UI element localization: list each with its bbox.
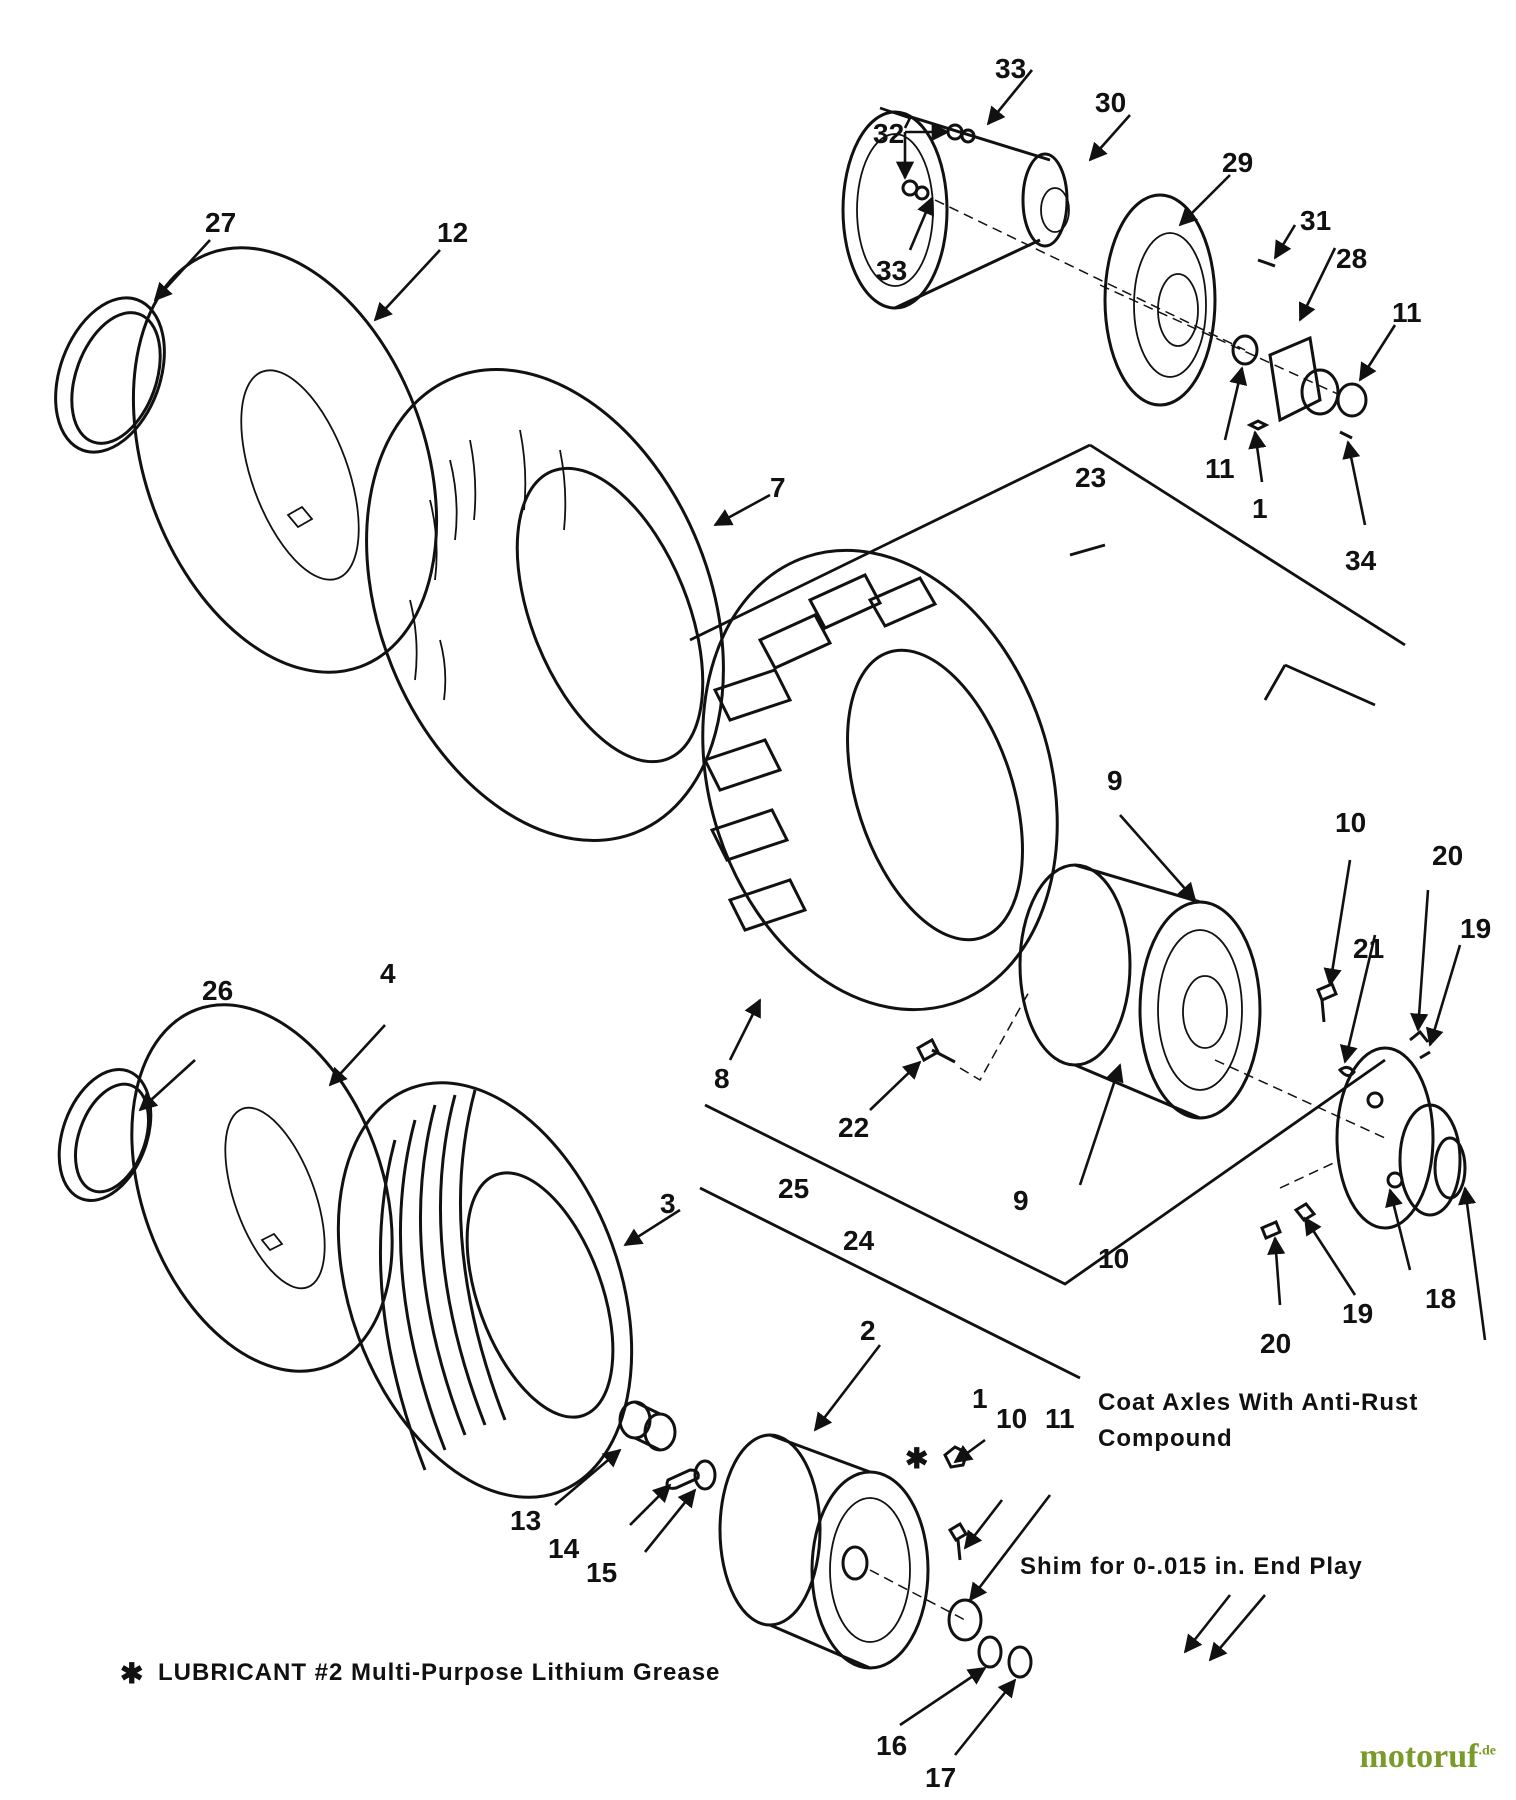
bolt-part-10 [1316,982,1338,1023]
callout-20b: 20 [1260,1328,1291,1359]
callout-20a: 20 [1432,840,1463,871]
callout-18: 18 [1425,1283,1456,1314]
callout-12: 12 [437,217,468,248]
rear-rim-part-9 [1018,863,1262,1120]
callout-1a: 1 [1252,493,1268,524]
callout-15: 15 [586,1557,617,1588]
washer-part-15 [693,1459,717,1491]
leader-lines [138,69,1487,1756]
hub-part-18 [1335,1046,1467,1230]
callout-29: 29 [1222,147,1253,178]
hub-part-28 [1231,258,1368,440]
watermark-suffix: .de [1478,1743,1497,1759]
callout-13: 13 [510,1505,541,1536]
bracket-24 [704,1058,1386,1286]
callout-11a: 11 [1392,297,1422,328]
callout-33a: 33 [995,53,1026,84]
watermark-name: motoruf [1359,1738,1479,1775]
front-rim-part-2 [718,1433,930,1670]
lubricant-asterisk: ✱ [120,1658,143,1689]
callout-26: 26 [202,975,233,1006]
callout-23: 23 [1075,462,1106,493]
rim-part-29 [1103,193,1217,407]
bolt-part-22 [916,1037,956,1064]
bracket-23 [689,443,1406,647]
rib-tire-part-3 [336,1081,634,1499]
callout-25: 25 [778,1173,809,1204]
callout-21: 21 [1353,933,1384,964]
rim-strip-part-26 [57,1068,153,1202]
callout-10a: 10 [1335,807,1366,838]
callout-19b: 19 [1342,1298,1373,1329]
callout-2: 2 [860,1315,876,1346]
callout-33b: 33 [876,255,907,286]
shim-part-17 [1007,1645,1033,1679]
callout-14: 14 [548,1533,580,1564]
callout-10c: 10 [996,1403,1027,1434]
callout-labels: 27 12 7 23 9 10 8 22 9 10 21 20 19 20 19… [202,53,1491,1793]
shim-part-16 [977,1635,1003,1669]
callout-4: 4 [380,958,396,989]
lubricant-note: LUBRICANT #2 Multi-Purpose Lithium Greas… [158,1659,720,1686]
callout-34: 34 [1345,545,1377,576]
bracket-25 [699,1186,1081,1380]
shim-note: Shim for 0-.015 in. End Play [1020,1553,1363,1580]
callout-30: 30 [1095,87,1126,118]
callout-9b: 9 [1013,1185,1029,1216]
callout-22: 22 [838,1112,869,1143]
callout-32: 32 [873,118,904,149]
bracket-9-10 [1263,663,1376,707]
callout-11b: 11 [1205,453,1235,484]
watermark-logo: motoruf.de [1360,1738,1496,1776]
callout-8: 8 [714,1063,730,1094]
turf-tire-part-7 [365,368,725,842]
asterisk-marker: ✱ [905,1443,928,1474]
coat-axles-note-line2: Compound [1098,1425,1233,1452]
callout-27: 27 [205,207,236,238]
callout-10b: 10 [1098,1243,1129,1274]
callout-7: 7 [770,472,786,503]
callout-28: 28 [1336,243,1367,274]
inner-tube-part-12 [131,246,439,674]
callout-19a: 19 [1460,913,1491,944]
callout-3: 3 [660,1188,676,1219]
callout-1b: 1 [972,1383,988,1414]
rim-strip-part-27 [54,296,166,454]
callout-9a: 9 [1107,765,1123,796]
bushing-part-13 [618,1400,677,1452]
inner-tube-part-4 [130,1003,394,1373]
callout-24: 24 [843,1225,875,1256]
bearing-part-11 [947,1598,983,1642]
callout-16: 16 [876,1730,907,1761]
callout-11c: 11 [1045,1403,1075,1434]
bolt-part-10-front [947,1521,969,1561]
coat-axles-note-line1: Coat Axles With Anti-Rust [1098,1389,1418,1416]
bolt-part-20-19-bottom [1260,1202,1317,1240]
nuts-part-32-33 [901,123,976,201]
callout-31: 31 [1300,205,1331,236]
bolt-part-20-19-top [1409,1029,1431,1060]
tractor-tire-part-8 [701,548,1059,1012]
callout-17: 17 [925,1762,956,1793]
